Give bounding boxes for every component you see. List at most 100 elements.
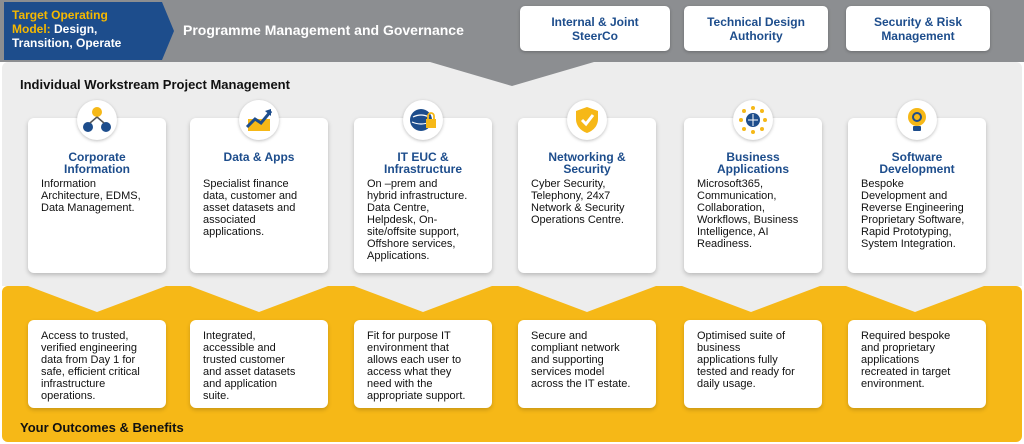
tom-title-part4: Transition, Operate [12, 36, 122, 50]
workstream-description-line: Applications. [367, 250, 430, 262]
outcome-line: Fit for purpose IT [367, 330, 451, 342]
governance-chevron [0, 58, 1024, 86]
globe-lock-icon [403, 100, 443, 140]
outcome-line: safe, efficient critical [41, 366, 140, 378]
workstream-description-line: Offshore services, [367, 238, 456, 250]
gov-line: Security & Risk [873, 14, 963, 29]
workstream-description-line: asset datasets and [203, 202, 296, 214]
workstream-description-line: hybrid infrastructure. [367, 190, 468, 202]
workstream-title: Networking &Security [518, 151, 656, 175]
workstream-title: Data & Apps [190, 151, 328, 163]
workstream-title-line: Applications [716, 162, 789, 176]
workstream-description-line: Telephony, 24x7 [531, 190, 611, 202]
workstream-description-line: Data Centre, [367, 202, 430, 214]
workstream-description-line: Development and [861, 190, 948, 202]
workstream-title-line: Security [563, 162, 611, 176]
outcome-line: Access to trusted, [41, 330, 129, 342]
workstream-title-line: Data & Apps [223, 150, 295, 164]
outcome-line: verified engineering [41, 342, 138, 354]
workstream-title-line: Business [726, 150, 780, 164]
outcome-line: recreated in target [861, 366, 951, 378]
outcome-line: infrastructure [41, 378, 106, 390]
workstream-heading: Individual Workstream Project Management [20, 77, 290, 92]
workstream-description-line: Information [41, 178, 97, 190]
workstream-description-line: Reverse Engineering [861, 202, 964, 214]
workstream-title-line: Corporate [68, 150, 126, 164]
outcome-line: suite. [203, 390, 230, 402]
governance-box-security: Security & Risk Management [846, 6, 990, 51]
outcome-line: across the IT estate. [531, 378, 631, 390]
outcome-line: Integrated, [203, 330, 256, 342]
workstream-description-line: Architecture, EDMS, [41, 190, 141, 202]
gov-line: Management [881, 28, 955, 43]
workstream-description-line: Collaboration, [697, 202, 765, 214]
workstream-description-line: Readiness. [697, 238, 753, 250]
people-network-icon [77, 100, 117, 140]
chart-growth-icon [239, 100, 279, 140]
outcome-line: and supporting [531, 354, 604, 366]
workstream-title-line: Information [64, 162, 130, 176]
workstream-description-line: Workflows, Business [697, 214, 799, 226]
outcome-line: allows each user to [367, 354, 462, 366]
outcome-line: trusted customer [203, 354, 285, 366]
workstream-description-line: Data Management. [41, 202, 135, 214]
outcome-line: business [697, 342, 741, 354]
workstream-description-line: Rapid Prototyping, [861, 226, 952, 238]
workstream-title-line: Software [891, 150, 943, 164]
outcome-line: access what they [367, 366, 452, 378]
gov-line: SteerCo [571, 28, 618, 43]
workstream-title: IT EUC &Infrastructure [354, 151, 492, 175]
workstream-description-line: associated [203, 214, 256, 226]
outcome-line: data from Day 1 for [41, 354, 136, 366]
target-operating-model-label: Target Operating Model: Design, Transiti… [4, 2, 162, 60]
outcome-line: and asset datasets [203, 366, 296, 378]
outcome-line: Secure and [531, 330, 588, 342]
workstream-description-line: applications. [203, 226, 265, 238]
outcome-line: daily usage. [697, 378, 756, 390]
outcome-line: need with the [367, 378, 433, 390]
workstream-title-line: Networking & [548, 150, 626, 164]
workstream-description-line: Network & Security [531, 202, 625, 214]
governance-box-steerco: Internal & Joint SteerCo [520, 6, 670, 51]
tom-title-part3: Design, [54, 22, 98, 36]
shield-check-icon [567, 100, 607, 140]
tom-title-part2: Model: [12, 22, 51, 36]
tom-title-part1: Target Operating [12, 8, 108, 22]
programme-title: Programme Management and Governance [183, 22, 464, 38]
globe-network-icon [733, 100, 773, 140]
workstream-description-line: Helpdesk, On- [367, 214, 438, 226]
workstream-description-line: site/offsite support, [367, 226, 460, 238]
governance-box-tda: Technical Design Authority [684, 6, 828, 51]
outcome-line: operations. [41, 390, 96, 402]
workstream-description-line: Proprietary Software, [861, 214, 965, 226]
tom-arrow [162, 2, 174, 60]
workstream-description-line: Specialist finance [203, 178, 289, 190]
workstream-description-line: Intelligence, AI [697, 226, 769, 238]
workstream-description-line: Bespoke [861, 178, 904, 190]
outcome-line: accessible and [203, 342, 276, 354]
gov-line: Internal & Joint [551, 14, 639, 29]
outcomes-heading: Your Outcomes & Benefits [20, 420, 184, 435]
gov-line: Authority [729, 28, 783, 43]
workstream-description-line: System Integration. [861, 238, 956, 250]
workstream-description-line: Cyber Security, [531, 178, 606, 190]
lightbulb-gear-icon [897, 100, 937, 140]
outcome-line: compliant network [531, 342, 620, 354]
workstream-title-line: Infrastructure [383, 162, 463, 176]
outcome-line: and proprietary [861, 342, 935, 354]
outcome-chevrons [2, 280, 1022, 312]
outcome-line: environment that [367, 342, 449, 354]
